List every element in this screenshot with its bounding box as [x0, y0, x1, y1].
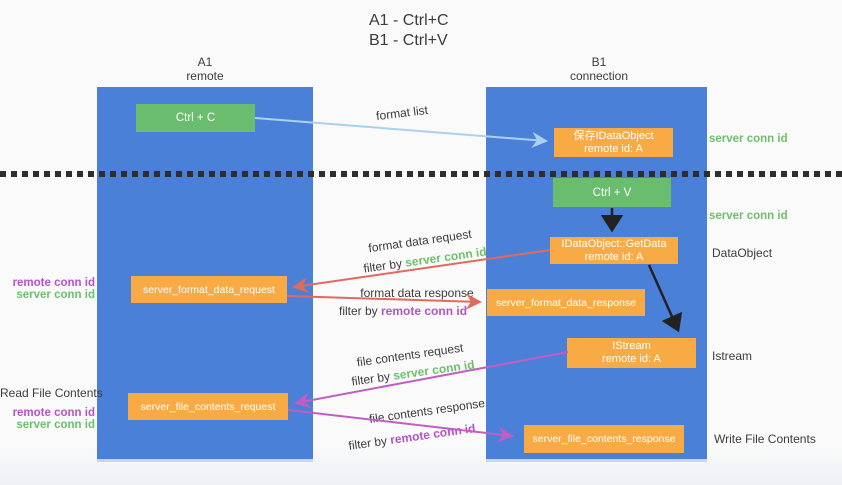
node-getdata-remote-id: remote id: A [584, 250, 644, 263]
node-getdata-title: IDataObject::GetData [561, 237, 667, 250]
node-server-file-contents-response: server_file_contents_response [524, 425, 684, 453]
lane-a1-name: A1 [197, 55, 213, 69]
left-label-read-file-contents: Read File Contents [0, 386, 103, 400]
filter-by-text: filter by [350, 368, 395, 389]
node-ctrl-c: Ctrl + C [136, 104, 255, 132]
lane-b1-name: B1 [591, 55, 607, 69]
edge-label-format-data-response: format data response [360, 286, 474, 300]
diagram-title: A1 - Ctrl+C B1 - Ctrl+V [369, 11, 449, 51]
left-label-group-file: Read File Contents remote conn id server… [0, 386, 103, 431]
node-server-format-data-response: server_format_data_response [487, 289, 645, 316]
right-label-dataobject: DataObject [712, 246, 773, 260]
node-save-idataobject-remote-id: remote id: A [584, 142, 643, 155]
remote-conn-id-text: remote conn id [381, 304, 468, 318]
node-istream-title: IStream [612, 340, 651, 352]
lane-a1-subtitle: remote [186, 69, 224, 83]
node-save-idataobject-title: 保存IDataObject [573, 129, 654, 142]
session-divider-line [0, 171, 842, 177]
right-label-server-conn-id-2: server conn id [709, 210, 788, 222]
node-save-idataobject: 保存IDataObject remote id: A [554, 128, 673, 157]
title-line-2: B1 - Ctrl+V [369, 32, 448, 49]
filter-by-text: filter by [362, 255, 407, 276]
left-label-server-conn-id-1: server conn id [16, 289, 95, 301]
lane-header-b1: B1 connection [539, 55, 659, 83]
node-ctrl-v: Ctrl + V [553, 178, 671, 207]
right-label-write-file-contents: Write File Contents [714, 432, 816, 446]
edge-label-filter-remote-1: filter by remote conn id [339, 304, 467, 318]
left-label-group-format: remote conn id server conn id [0, 277, 95, 301]
title-line-1: A1 - Ctrl+C [369, 12, 449, 29]
node-istream: IStream remote id: A [567, 338, 696, 368]
node-server-format-data-request: server_format_data_request [131, 276, 287, 303]
right-label-server-conn-id-1: server conn id [709, 133, 788, 145]
remote-conn-id-text: remote conn id [389, 421, 477, 447]
node-istream-remote-id: remote id: A [602, 353, 661, 365]
node-server-file-contents-request: server_file_contents_request [128, 393, 288, 420]
left-label-server-conn-id-2: server conn id [16, 419, 95, 431]
edge-label-filter-remote-2: filter by remote conn id [342, 420, 483, 453]
node-idataobject-getdata: IDataObject::GetData remote id: A [550, 237, 678, 264]
filter-by-text: filter by [339, 304, 382, 318]
lane-b1-subtitle: connection [569, 69, 629, 83]
left-label-remote-conn-id-1: remote conn id [12, 277, 95, 289]
edge-label-format-list: format list [375, 102, 429, 124]
left-label-remote-conn-id-2: remote conn id [12, 407, 95, 419]
right-label-istream: Istream [712, 349, 753, 363]
lane-header-a1: A1 remote [145, 55, 265, 83]
filter-by-text: filter by [347, 433, 392, 453]
